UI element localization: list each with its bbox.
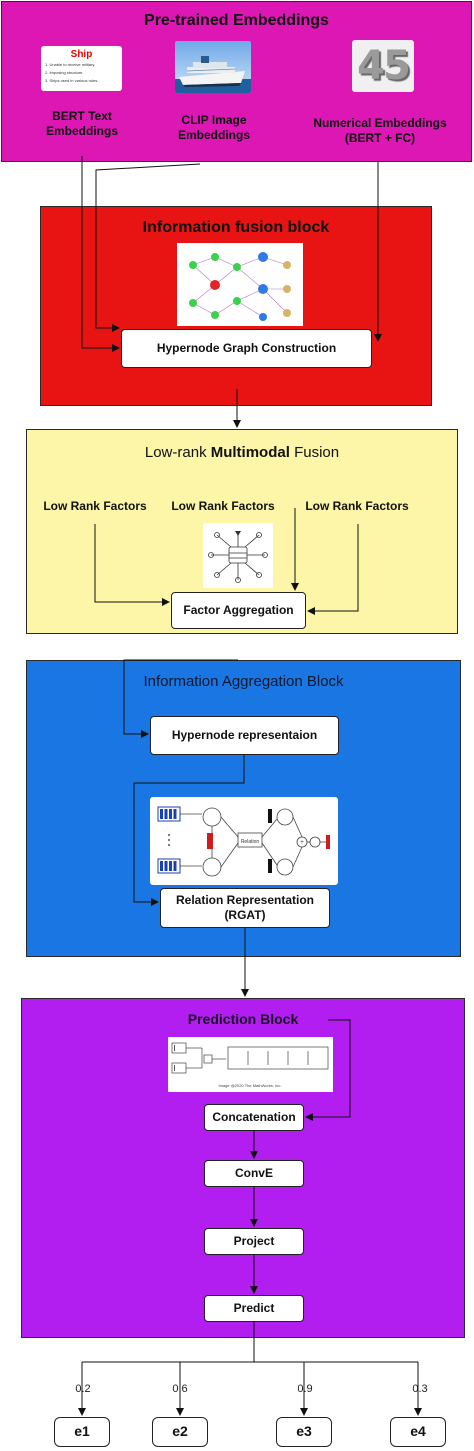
low-rank-factors-mid-label: Low Rank Factors [171, 499, 275, 513]
ship-text-card-image: Ship 1. Unable to receive military. 2. I… [41, 46, 122, 91]
fusion-title: Information fusion block [142, 219, 330, 236]
pretrained-title: Pre-trained Embeddings [144, 12, 329, 29]
number-45-image: 45 [352, 40, 414, 92]
numerical-embeddings-label: Numerical Embeddings (BERT + FC) [313, 116, 447, 145]
prob-e1: 0.2 [75, 1383, 91, 1395]
lowrank-title-b: Multimodal [210, 444, 290, 461]
hypernode-graph-construction-box: Hypernode Graph Construction [121, 329, 372, 368]
concatenation-box: Concatenation [204, 1104, 304, 1131]
output-e4: e4 [390, 1417, 446, 1447]
conve-caption: Image @2020 The MathWorks, Inc. [218, 1083, 281, 1088]
relation-representation-box: Relation Representation (RGAT) [160, 888, 330, 928]
bert-text-embeddings-label: BERT Text Embeddings [45, 109, 118, 138]
rgat-diagram-image: Relation + [150, 797, 338, 885]
number-45-text: 45 [357, 43, 411, 89]
lowrank-title-c: Fusion [289, 444, 340, 461]
aggregation-title: Information Aggregation Block [143, 673, 344, 690]
rgat-relation-text: Relation [241, 839, 260, 845]
low-rank-factors-right-label: Low Rank Factors [305, 499, 409, 513]
fusion-hub-image [203, 523, 273, 588]
ship-card-line-1: 1. Unable to receive military. [45, 62, 96, 67]
output-e1: e1 [54, 1417, 110, 1447]
ship-card-line-2: 2. Imposing structure. [45, 70, 84, 75]
prob-e3: 0.9 [297, 1383, 313, 1395]
lowrank-title-a: Low-rank [144, 444, 211, 461]
prob-e4: 0.3 [412, 1383, 428, 1395]
output-e2: e2 [152, 1417, 208, 1447]
svg-text:+: + [300, 840, 304, 846]
prediction-title: Prediction Block [187, 1011, 299, 1027]
hypernode-representation-box: Hypernode representaion [150, 716, 339, 755]
predict-box: Predict [204, 1295, 304, 1322]
hypergraph-image [177, 243, 303, 326]
ship-card-line-3: 3. Ships used in various roles. [45, 78, 99, 83]
project-box: Project [204, 1228, 304, 1255]
factor-aggregation-box: Factor Aggregation [171, 592, 306, 629]
lowrank-title: Low-rank Multimodal Fusion [27, 444, 457, 461]
conve-diagram-image: Image @2020 The MathWorks, Inc. [168, 1037, 333, 1092]
output-e3: e3 [276, 1417, 332, 1447]
cruise-ship-image [175, 41, 251, 93]
low-rank-factors-left-label: Low Rank Factors [43, 499, 147, 513]
prob-e2: 0.6 [172, 1383, 188, 1395]
ship-card-title: Ship [70, 49, 93, 60]
clip-image-embeddings-label: CLIP Image Embeddings [177, 113, 250, 142]
conve-box: ConvE [204, 1160, 304, 1187]
